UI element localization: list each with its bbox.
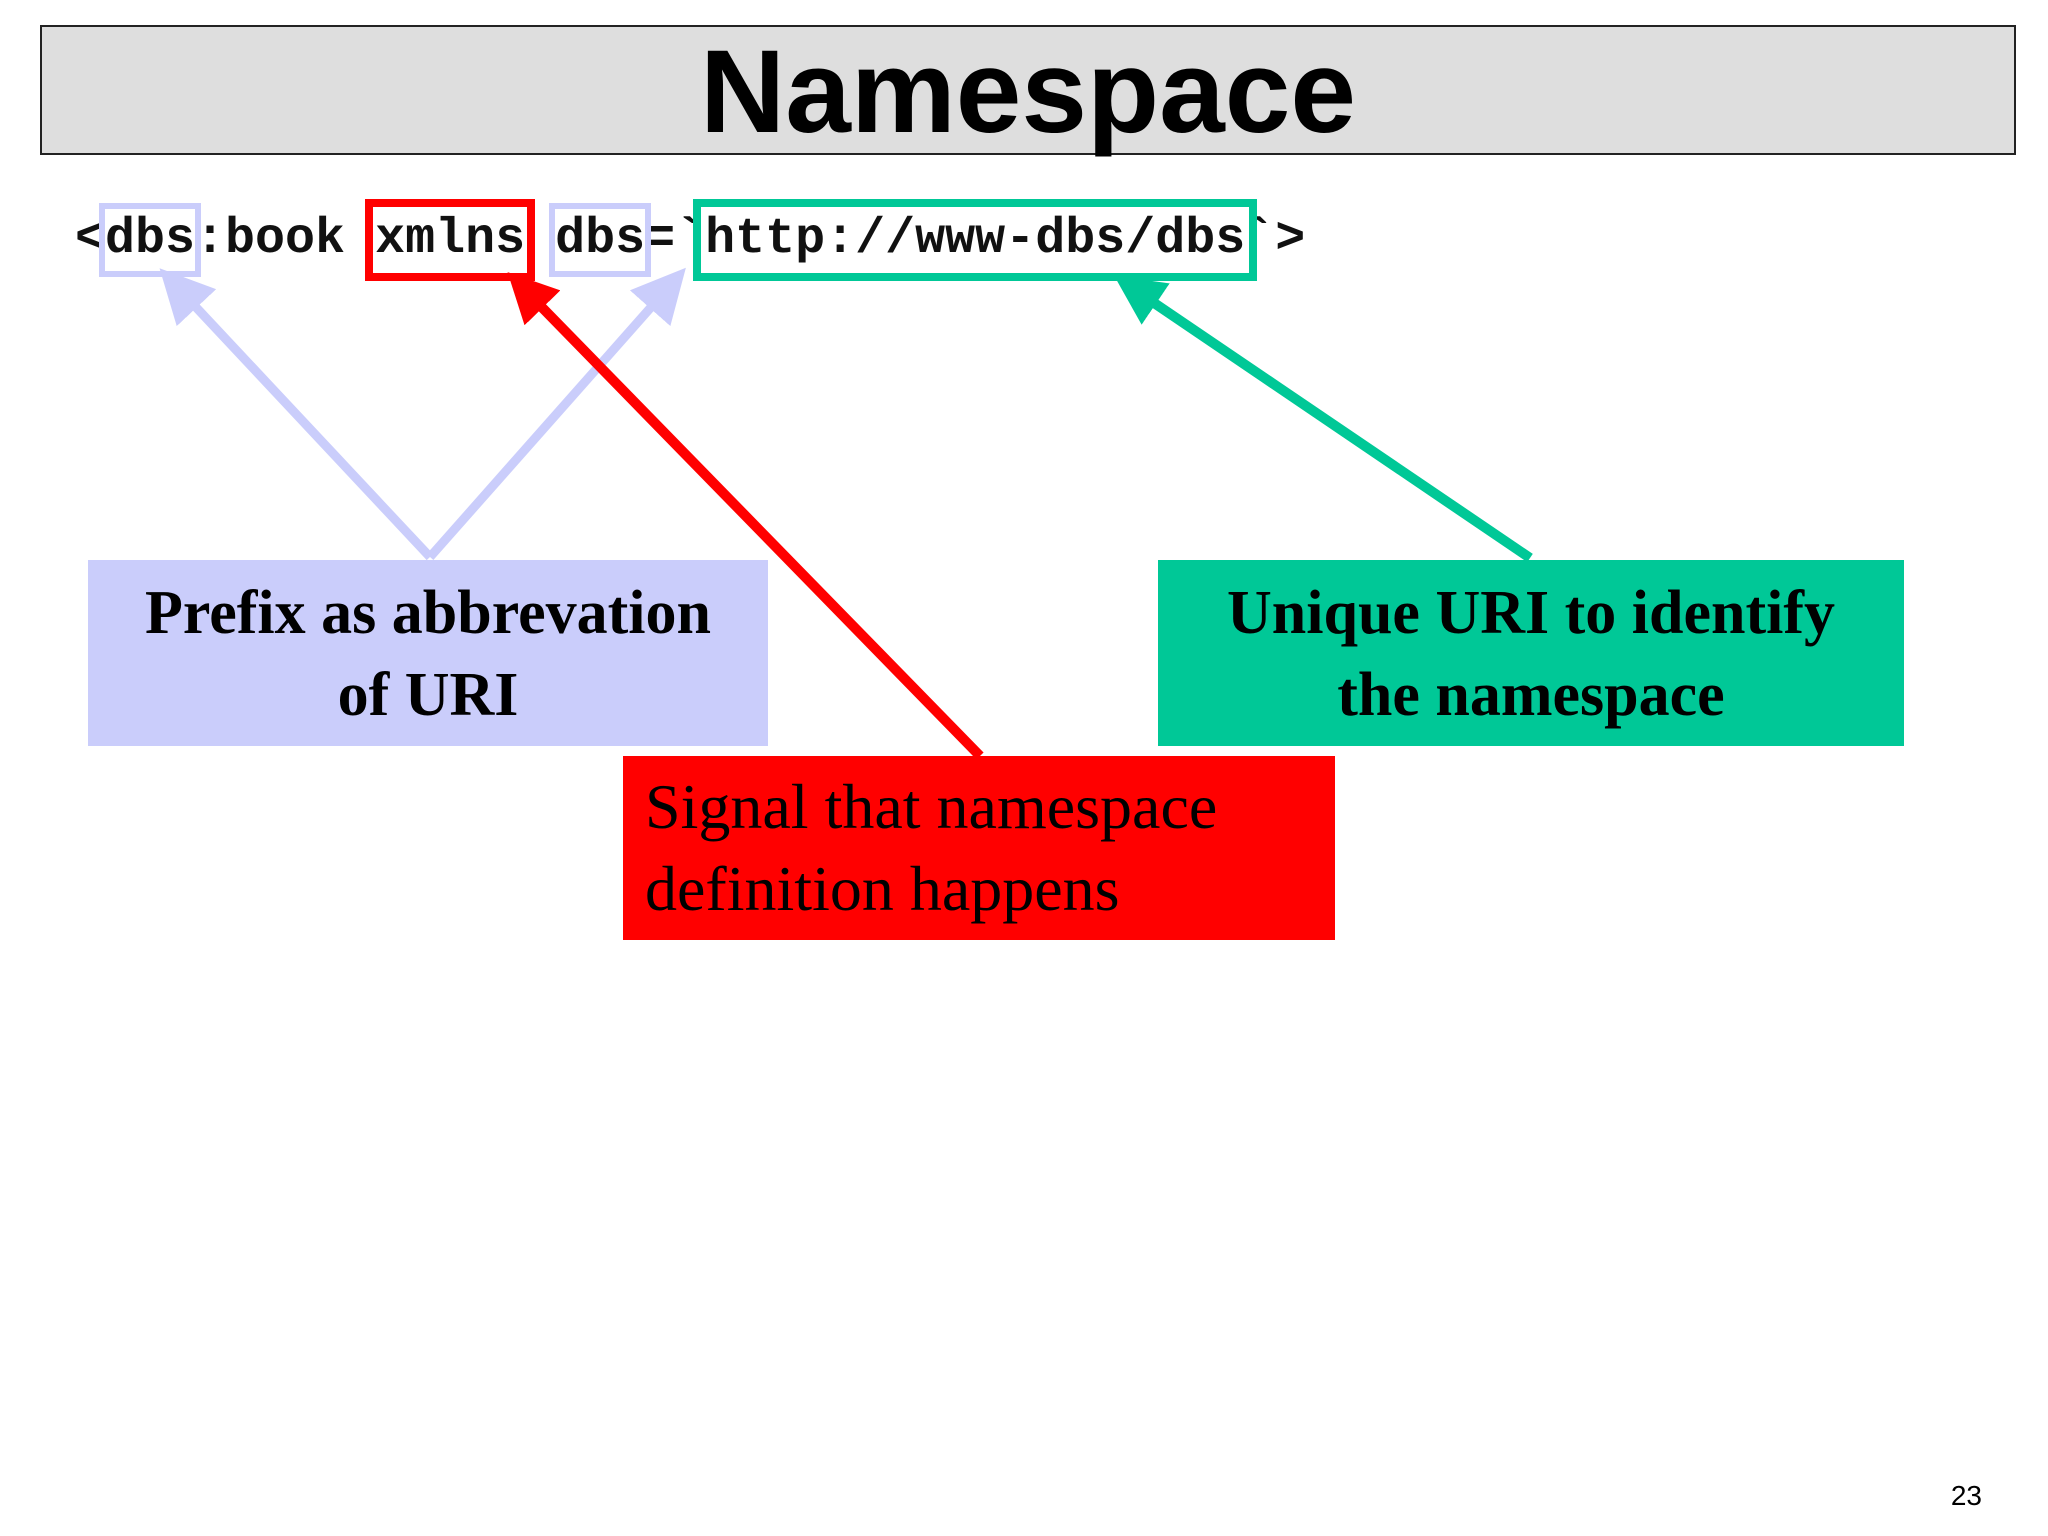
xml-code-line: <dbs:book xmlns dbs=`http://www-dbs/dbs`… xyxy=(75,199,1305,281)
callout-uri: Unique URI to identify the namespace xyxy=(1158,560,1904,746)
uri-box xyxy=(693,199,1258,281)
callout-signal-line2: definition happens xyxy=(645,853,1120,924)
callout-prefix-line1: Prefix as abbrevation xyxy=(144,579,712,647)
code-xmlns: xmlns xyxy=(375,211,526,268)
prefix2-box xyxy=(549,203,652,277)
callout-prefix-line2: of URI xyxy=(337,661,519,729)
code-uri-highlight: http://www-dbs/dbs xyxy=(693,199,1258,281)
code-prefix2-highlight: dbs xyxy=(549,203,652,277)
arrow-prefix-right xyxy=(426,267,686,560)
arrow-prefix-left xyxy=(159,268,434,561)
page-number: 23 xyxy=(1950,1480,1982,1511)
prefix-box xyxy=(99,203,202,277)
callout-signal-line1: Signal that namespace xyxy=(645,771,1218,842)
code-uri: http://www-dbs/dbs xyxy=(705,211,1246,268)
callout-uri-line2: the namespace xyxy=(1337,661,1725,729)
code-local-name: :book xyxy=(195,211,376,268)
code-prefix: dbs xyxy=(105,211,196,268)
code-xmlns-highlight: xmlns xyxy=(365,199,536,281)
title-bar: Namespace xyxy=(40,25,2016,158)
arrow-uri xyxy=(1114,275,1533,563)
code-prefix2: dbs xyxy=(555,211,646,268)
code-prefix-highlight: dbs xyxy=(99,203,202,277)
xmlns-box xyxy=(365,199,536,281)
callout-signal: Signal that namespace definition happens xyxy=(623,756,1335,940)
callout-prefix: Prefix as abbrevation of URI xyxy=(88,560,768,746)
slide-title: Namespace xyxy=(700,26,1356,158)
callout-uri-line1: Unique URI to identify xyxy=(1226,579,1835,647)
